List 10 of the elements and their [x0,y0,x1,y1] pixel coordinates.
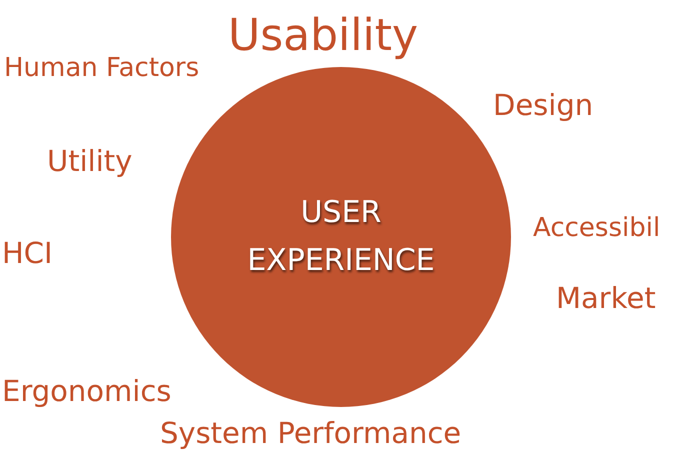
keyword-label: HCI [2,238,53,270]
keyword-label: System Performance [160,418,462,450]
keyword-label: Usability [228,12,418,60]
keyword-label: Design [493,90,594,122]
keyword-label: Utility [47,146,132,178]
node-title: USER EXPERIENCE [246,194,436,280]
keyword-label: Accessibil [533,214,660,243]
keyword-label: Human Factors [4,54,200,83]
keyword-label: Market [556,283,656,315]
keyword-label: Ergonomics [2,376,172,408]
